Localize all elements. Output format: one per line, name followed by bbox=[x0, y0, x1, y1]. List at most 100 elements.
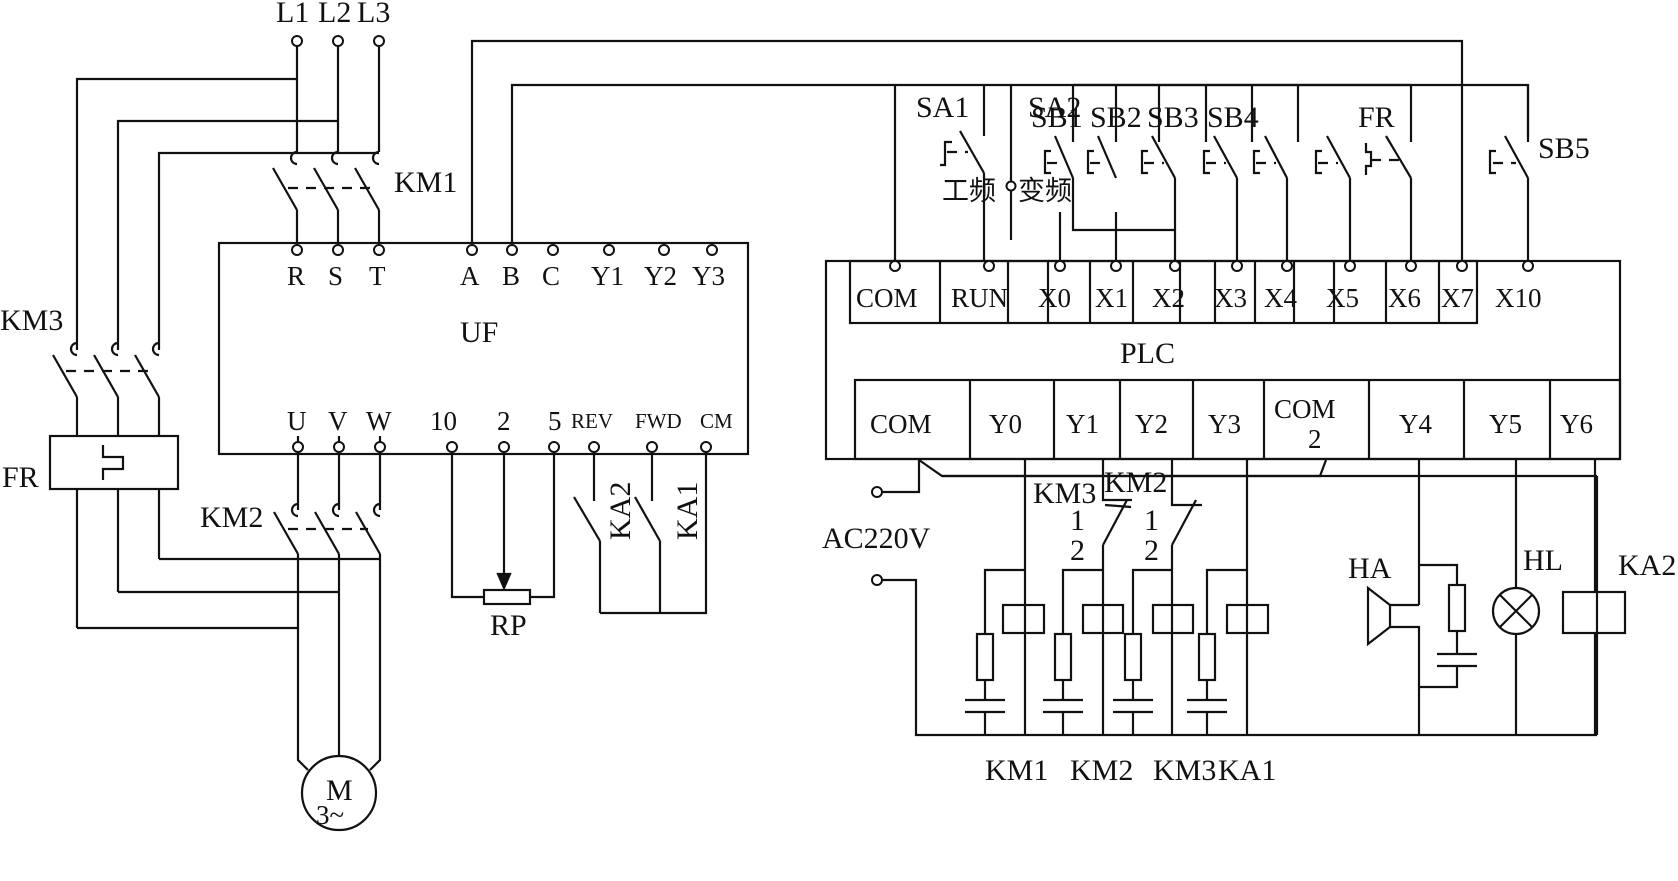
plc-input-label-x3: X3 bbox=[1214, 283, 1247, 313]
terminal-label-v: V bbox=[328, 406, 348, 436]
fr-blade bbox=[1385, 135, 1412, 179]
rp-potentiometer: RP bbox=[450, 452, 556, 642]
thermal-actuator-icon bbox=[1364, 143, 1373, 175]
plc-label: PLC bbox=[1120, 337, 1175, 370]
interlock-km3-pin2: 2 bbox=[1070, 534, 1085, 567]
plc-output-label-y3: Y3 bbox=[1208, 409, 1241, 439]
sb4-blade bbox=[1213, 135, 1238, 179]
lamp-cross bbox=[1499, 594, 1533, 628]
plc-output-label-com2-sub: 2 bbox=[1308, 424, 1322, 454]
terminal-label-t: T bbox=[369, 261, 386, 291]
km2-arc-icon bbox=[372, 502, 381, 518]
km3-nc-stop bbox=[1104, 503, 1132, 509]
sa2-position-power-frequency: 工频 bbox=[942, 176, 996, 206]
snubber-resistor bbox=[1053, 632, 1073, 682]
supply-terminal-1 bbox=[871, 486, 883, 498]
wire-snubber bbox=[983, 568, 1025, 634]
km3-blade bbox=[134, 354, 160, 398]
terminal-label-fwd: FWD bbox=[635, 409, 682, 433]
wire-y2 bbox=[1170, 459, 1202, 507]
push-button-icon bbox=[1314, 149, 1322, 175]
wire-5-rp bbox=[530, 452, 556, 599]
plc-input-label-x1: X1 bbox=[1095, 283, 1128, 313]
plc-terminal-x0 bbox=[1054, 260, 1066, 272]
sa1-label: SA1 bbox=[916, 91, 969, 124]
wire-snubber bbox=[1419, 666, 1459, 689]
terminal-label-c: C bbox=[542, 261, 560, 291]
plc-terminal-x1 bbox=[1110, 260, 1122, 272]
motor-icon bbox=[300, 754, 378, 832]
supply-label-l3: L3 bbox=[357, 0, 390, 29]
snubber-resistor bbox=[1447, 583, 1467, 633]
supply-terminal-2 bbox=[871, 574, 883, 586]
terminal-v bbox=[333, 441, 345, 453]
rp-arrow-icon bbox=[496, 572, 512, 591]
terminal-l3 bbox=[373, 35, 385, 47]
plc-input-label-x4: X4 bbox=[1264, 283, 1297, 313]
terminal-label-y1: Y1 bbox=[591, 261, 624, 291]
inverter-top-terminals: R S T A B C Y1 Y2 Y3 bbox=[287, 244, 725, 291]
wire-snubber bbox=[1061, 568, 1103, 634]
hl-lamp-branch: HL bbox=[1491, 459, 1563, 735]
coil-label-ka1: KA1 bbox=[1218, 754, 1276, 787]
rp-label: RP bbox=[490, 609, 527, 642]
sa1-blade bbox=[959, 130, 985, 174]
wire-neutral-bus bbox=[882, 578, 1597, 737]
wire-x2 bbox=[1071, 178, 1177, 261]
interlock-km2-label: KM2 bbox=[1104, 466, 1167, 499]
sb3-label: SB3 bbox=[1147, 101, 1199, 134]
plc-terminal-x2 bbox=[1169, 260, 1181, 272]
fr-thermal-relay: FR bbox=[2, 434, 180, 628]
sb3-blade bbox=[1151, 135, 1176, 179]
km3-coil bbox=[1151, 603, 1195, 635]
plc-terminal-x10 bbox=[1522, 260, 1534, 272]
inverter-label: UF bbox=[460, 316, 498, 349]
sb1-label: SB1 bbox=[1031, 101, 1083, 134]
plc-output-strip bbox=[853, 378, 1622, 461]
push-button-icon bbox=[1488, 149, 1496, 175]
fr-body bbox=[48, 434, 180, 491]
km1-blade bbox=[272, 167, 298, 211]
push-button-icon bbox=[1252, 149, 1260, 175]
fr-contact-label: FR bbox=[1358, 101, 1395, 134]
km2-blade bbox=[355, 511, 381, 555]
sa2-pivot bbox=[1005, 180, 1017, 192]
switch-blade bbox=[1326, 135, 1351, 179]
plc-terminal-x3 bbox=[1231, 260, 1243, 272]
thermal-element-icon bbox=[101, 445, 125, 480]
hl-label: HL bbox=[1523, 544, 1563, 577]
sa2-position-variable-frequency: 变频 bbox=[1018, 176, 1072, 206]
wire-snubber bbox=[1131, 568, 1172, 634]
plc-output-label-y0: Y0 bbox=[989, 409, 1022, 439]
terminal-label-a: A bbox=[460, 261, 480, 291]
plc-output-label-com2: COM bbox=[1274, 394, 1336, 424]
wire-cm-common bbox=[600, 452, 708, 615]
plc-input-label-x7: X7 bbox=[1441, 283, 1474, 313]
terminal-label-s: S bbox=[328, 261, 343, 291]
push-button-icon bbox=[1202, 149, 1210, 175]
terminal-label-5: 5 bbox=[548, 406, 562, 436]
km1-arc-icon bbox=[289, 150, 298, 166]
km2-label: KM2 bbox=[200, 501, 263, 534]
ka1-label: KA1 bbox=[671, 482, 704, 540]
plc-terminal-x4 bbox=[1281, 260, 1293, 272]
ka1-blade bbox=[634, 496, 661, 542]
ka1-coil-branch bbox=[1187, 459, 1270, 735]
supply-label-l1: L1 bbox=[276, 0, 309, 29]
coil-label-km2: KM2 bbox=[1070, 754, 1133, 787]
coil-label-km3: KM3 bbox=[1153, 754, 1216, 787]
terminal-label-cm: CM bbox=[700, 409, 733, 433]
terminal-u bbox=[292, 441, 304, 453]
supply-ac220v-label: AC220V bbox=[822, 522, 931, 555]
plc-output-label-y4: Y4 bbox=[1399, 409, 1432, 439]
wire-snubber bbox=[1419, 563, 1459, 585]
terminal-label-10: 10 bbox=[430, 406, 457, 436]
plc-output-label-com: COM bbox=[870, 409, 932, 439]
motor-phase-label: 3~ bbox=[316, 800, 344, 830]
terminal-10 bbox=[446, 441, 458, 453]
sb2-push-button: SB2 bbox=[1086, 85, 1142, 179]
sb2-blade bbox=[1096, 135, 1118, 179]
km2-blade bbox=[273, 511, 299, 555]
plc-input-label-x0: X0 bbox=[1038, 283, 1071, 313]
